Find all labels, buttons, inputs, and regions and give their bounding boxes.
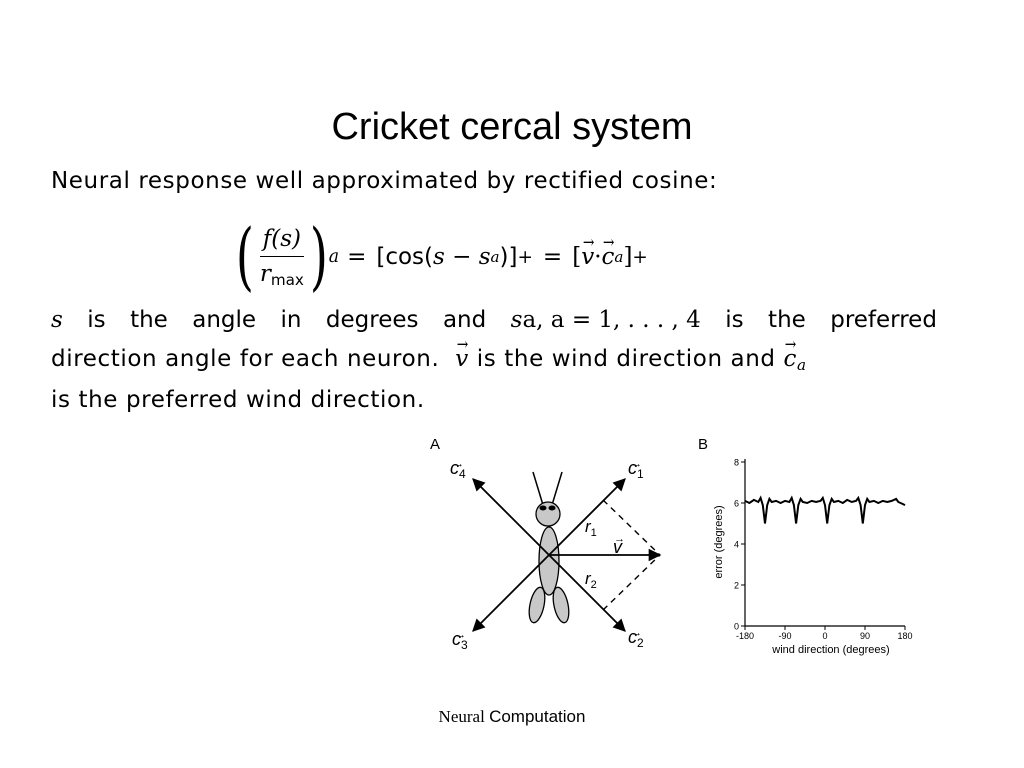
projection-r2 [602, 554, 661, 611]
c2-arrow [548, 554, 626, 632]
description-line-1: s is the angle in degrees and sa, a = 1,… [51, 307, 937, 333]
fraction: f(s) rmax [259, 226, 305, 289]
error-series-line [744, 495, 906, 524]
eye-left [539, 505, 547, 511]
label-c4: c4 [450, 458, 466, 481]
y-axis-label: error (degrees) [713, 505, 725, 578]
cricket-diagram: A c1 → c2 → c3 → c4 → v → r1 r2 [430, 436, 662, 652]
slide-title: Cricket cercal system [331, 106, 693, 148]
footer: Neural Computation [438, 707, 586, 726]
x-tick-label: 0 [822, 631, 827, 641]
eye-right [548, 505, 556, 511]
y-tick-label: 0 [734, 622, 739, 632]
x-axis-label: wind direction (degrees) [771, 644, 889, 656]
hind-leg-right [552, 586, 570, 624]
panel-b-label: B [698, 436, 708, 453]
rectified-cosine-equation: ( f(s) rmax ) a = [cos(s − sa)]+ = [v · … [232, 212, 648, 302]
c4-arrow [472, 478, 550, 556]
c3-arrow [472, 554, 550, 632]
c1-arrow [548, 478, 626, 556]
antenna-left [532, 471, 544, 506]
label-r2: r2 [585, 569, 597, 591]
right-paren: ) [309, 213, 328, 300]
hind-leg-left [528, 586, 546, 624]
y-tick-label: 2 [734, 581, 739, 591]
description-line-3: is the preferred wind direction. [51, 387, 425, 413]
antenna-right [551, 471, 563, 506]
description-line-2: direction angle for each neuron. v is th… [51, 346, 807, 374]
label-c3: c3 [452, 629, 468, 652]
x-tick-label: 180 [897, 631, 912, 641]
vec-arrow-c4: → [453, 458, 464, 470]
panel-a-label: A [430, 436, 440, 453]
label-c2: c2 [628, 627, 644, 650]
label-v: v [613, 537, 623, 557]
error-chart: B 0 2 4 6 8 -180 -90 0 90 180 error (degrees) win… [698, 436, 913, 656]
label-r1: r1 [585, 517, 597, 539]
left-paren: ( [235, 213, 254, 300]
cricket-head [535, 501, 561, 527]
vec-arrow-v: → [614, 533, 625, 545]
x-tick-label: -180 [736, 631, 754, 641]
intro-text: Neural response well approximated by rec… [51, 168, 718, 194]
y-tick-label: 4 [734, 540, 739, 550]
projection-r1 [602, 499, 661, 556]
x-tick-label: 90 [860, 631, 870, 641]
label-c1: c1 [628, 458, 644, 481]
x-tick-label: -90 [778, 631, 791, 641]
y-tick-label: 6 [734, 499, 739, 509]
fraction-denominator: rmax [259, 260, 304, 289]
vec-arrow-c2: → [631, 627, 642, 639]
vec-arrow-c3: → [455, 629, 466, 641]
vec-arrow-c1: → [631, 458, 642, 470]
outer-subscript: a [328, 247, 340, 267]
fraction-numerator: f(s) [259, 226, 305, 257]
y-tick-label: 8 [734, 458, 739, 468]
cricket-body [538, 526, 560, 596]
